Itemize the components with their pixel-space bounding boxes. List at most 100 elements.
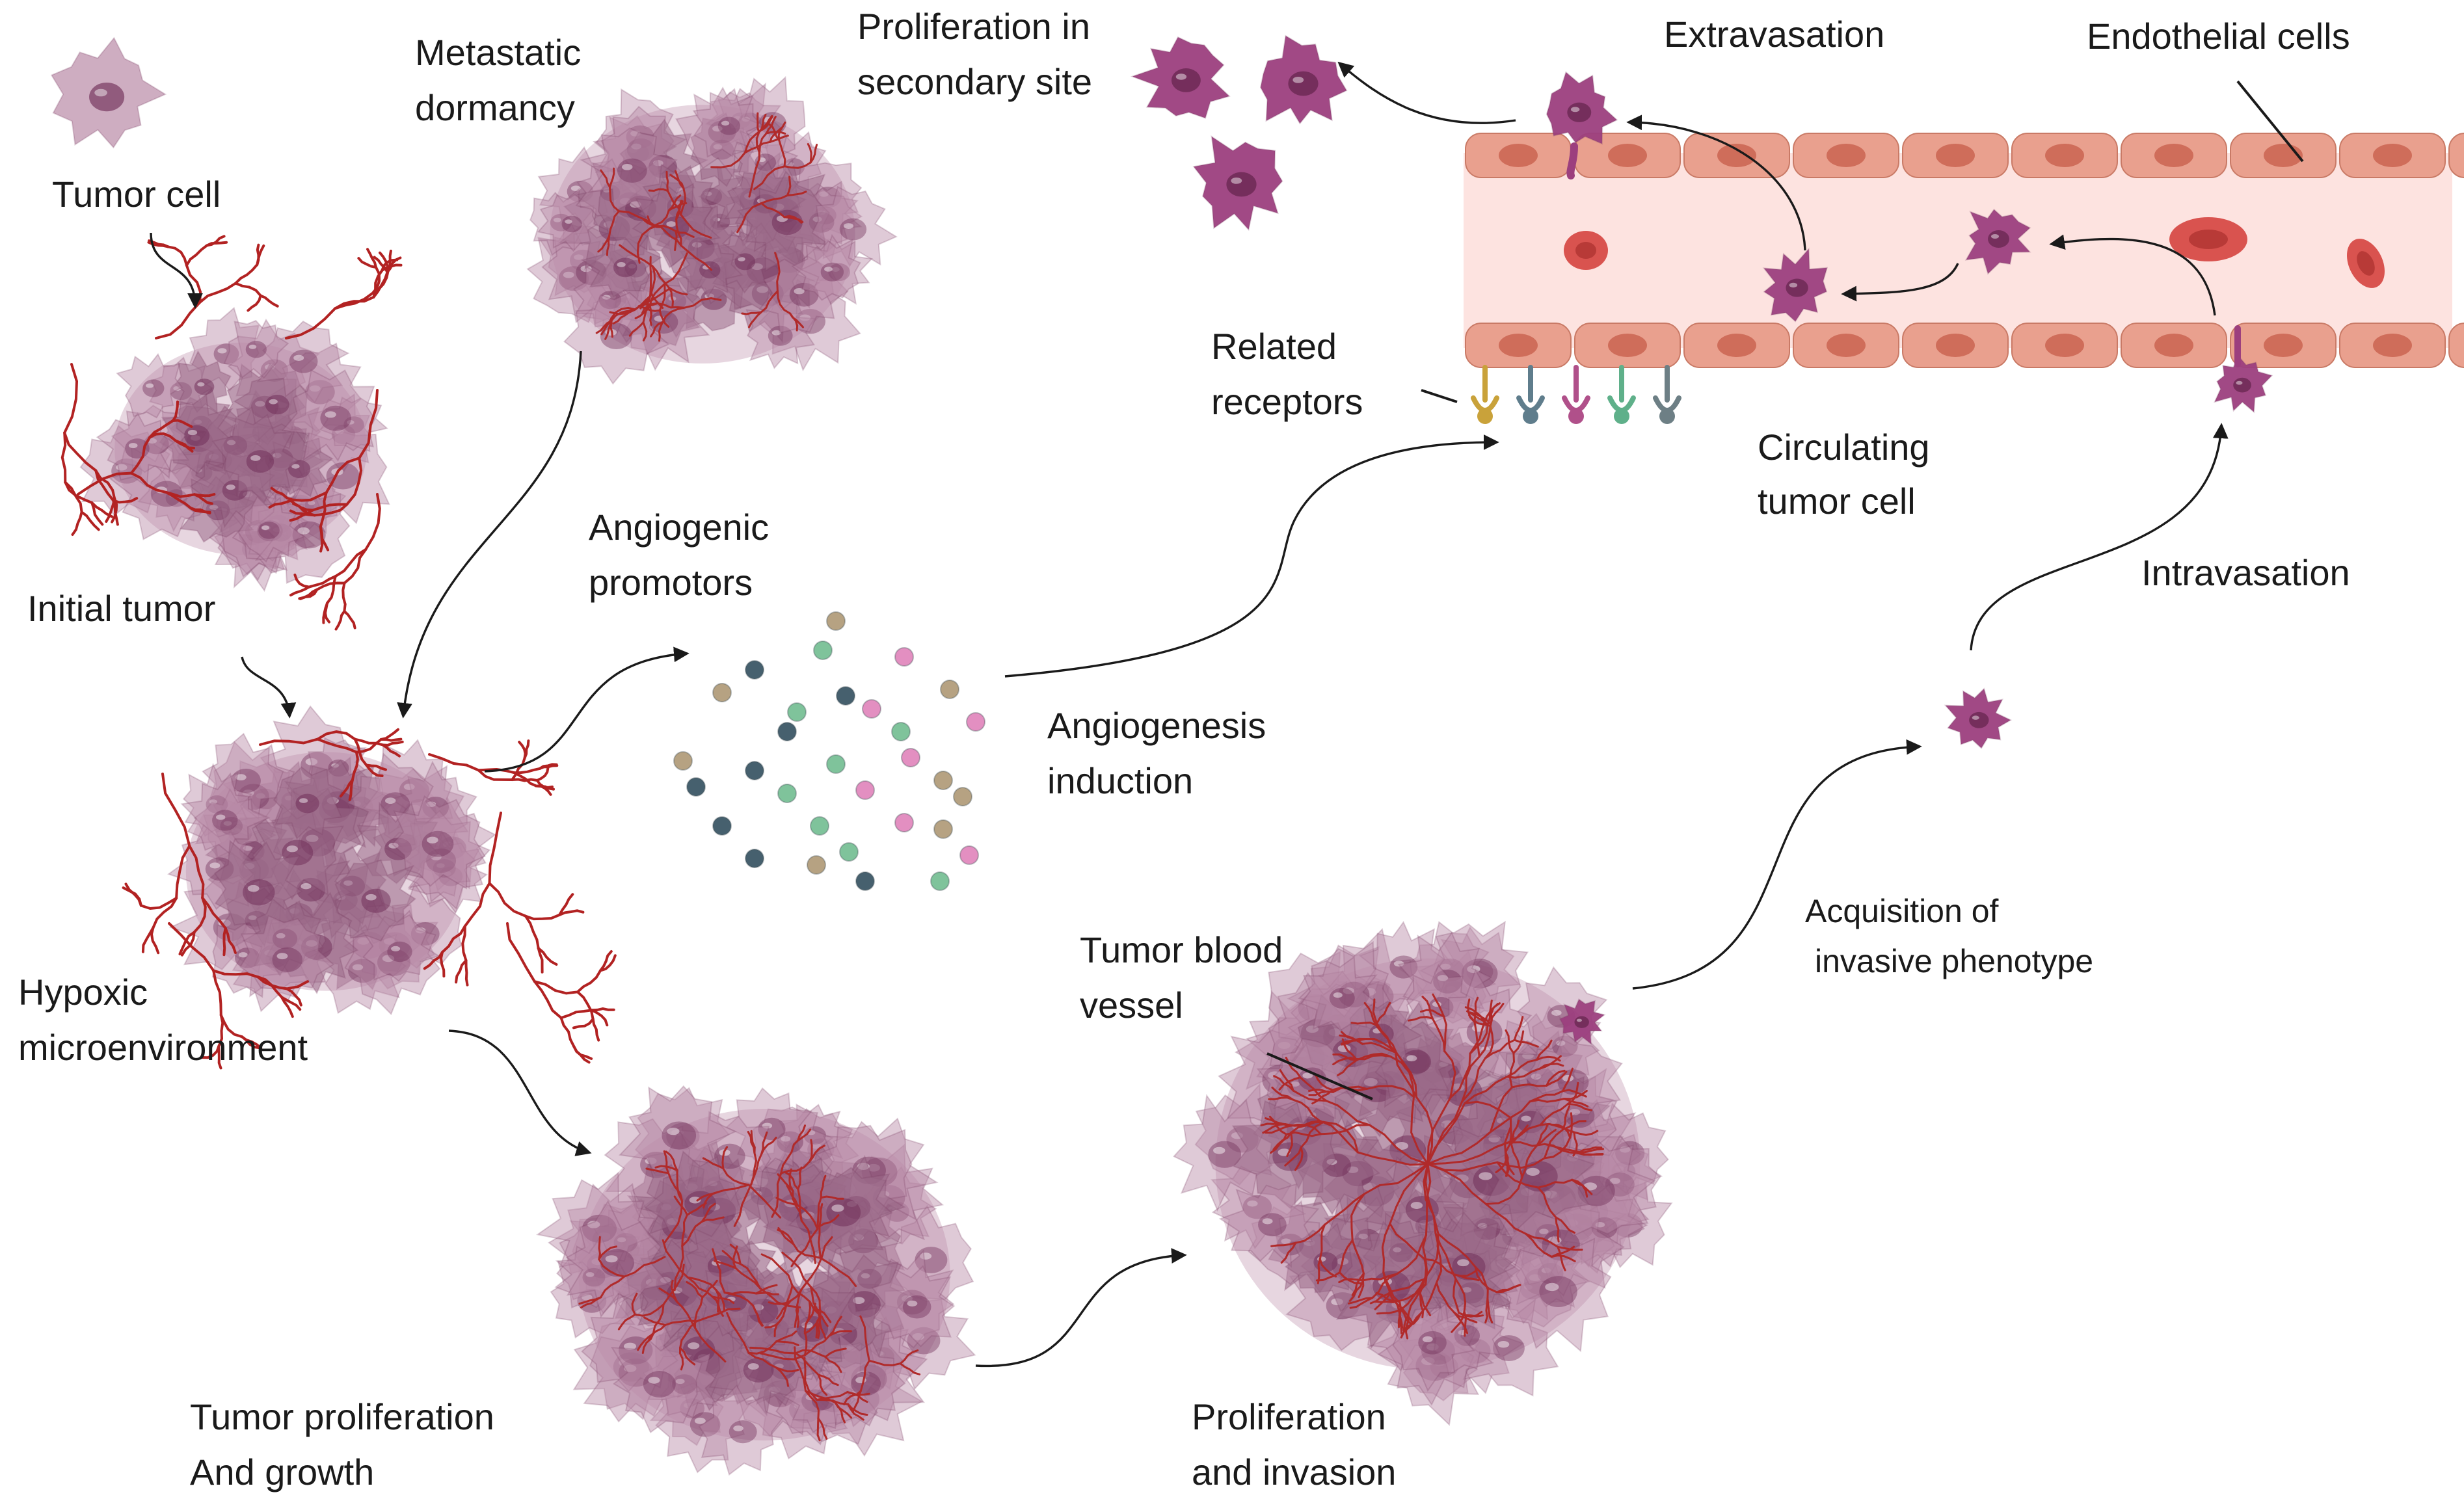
promotor-particle [953,787,972,806]
nucleus-highlight [733,1425,743,1431]
label-secondary-site: secondary site [857,61,1092,102]
vessel-branch [1376,1001,1391,1025]
label-vessel: vessel [1080,985,1183,1026]
vessel-branch [1437,1232,1477,1268]
vessel-branch [734,1267,761,1290]
vessel-branch [1562,1089,1587,1098]
vessel-branch [1557,1245,1566,1271]
cell-body [182,762,253,837]
arrow-tumor-cell-to-initial [150,232,203,309]
cluster-cell [745,291,816,369]
vessel-branch [1535,1055,1561,1062]
vessel-branch [365,763,387,771]
cluster-cell [563,291,670,385]
cell-nucleus [1258,1213,1287,1237]
vessel-branch [1539,1122,1575,1134]
vessel-branch [353,737,384,747]
vessel-branch [1397,1301,1402,1329]
nucleus-highlight [1972,715,1979,720]
vessel-branch [710,152,746,168]
cell-nucleus [89,82,125,112]
cluster-cell [811,185,898,267]
vessel-branch [1349,1297,1374,1309]
nucleus-highlight [94,88,107,97]
cell-nucleus [183,425,210,446]
cell-nucleus [839,218,867,241]
vessel-branch [1577,1146,1603,1154]
vessel-branch [768,123,781,141]
vessel-branch [757,112,760,133]
cell-nucleus [680,1398,705,1419]
vessel-branch [1314,1073,1334,1091]
nucleus-highlight [1619,1146,1631,1153]
cell-nucleus [708,120,736,144]
cell-body [736,170,831,272]
cell-body [281,369,376,462]
receptor-stem [1471,365,1499,413]
vessel-branch [778,139,786,168]
vessel-branch [1389,1223,1426,1260]
vessel-branch [1361,1273,1399,1282]
cell-nucleus [348,959,377,983]
vessel-branch [650,265,656,294]
vessel-branch [634,1303,665,1317]
vessel-branch [673,1245,684,1292]
vessel-branch [1432,993,1445,1018]
cluster-cell [675,86,764,179]
vessel-branch [619,244,654,267]
nucleus-highlight [216,814,226,820]
cell-nucleus [1539,1276,1577,1307]
vessel-branch [623,1256,666,1278]
vessel-branch [178,931,196,955]
vessel-branch [558,893,574,916]
vessel-branch [1474,1266,1498,1293]
cell-nucleus [237,784,270,810]
vessel-branch [610,306,636,319]
vessel-branch [784,1171,799,1190]
vessel-branch [155,300,202,339]
vessel-branch [817,1417,828,1440]
nucleus-highlight [146,383,154,388]
vessel-branch [511,756,526,781]
invading-cell [1559,998,1606,1046]
vessel-branch [783,216,804,223]
cell-nucleus [331,425,356,445]
vessel-branch [316,737,358,754]
vessel-branch [715,1289,725,1311]
vessel-branch [298,588,319,600]
cell-nucleus [789,1396,822,1424]
nucleus-highlight [248,344,257,349]
cell-nucleus [561,215,582,233]
nucleus-highlight [271,519,280,524]
promotor-particle [745,849,764,868]
vessel-branch [1319,1124,1371,1135]
vessel-branch [794,1346,807,1392]
cell-nucleus [1415,1350,1453,1381]
cluster-cell [182,762,253,837]
vessel-branch [285,307,337,339]
label-proliferation-in: Proliferation in [857,6,1090,47]
vessel-branch [610,308,636,322]
promotor-particle [826,611,846,631]
nucleus-highlight [226,484,235,490]
cell-nucleus [343,416,364,434]
nucleus-highlight [1175,73,1187,80]
vessel-branch [701,1202,716,1223]
receptor-ligand [1523,408,1538,424]
cell-nucleus [613,1232,637,1253]
vessel-branch [1421,996,1434,1020]
vessel-branch [94,469,116,500]
nucleus-highlight [1337,994,1350,1002]
arrow-growth-to-invasion [975,1248,1187,1368]
cluster-cell [307,393,373,475]
vessel-branch [604,320,613,340]
vessel-branch [373,256,389,274]
nucleus-highlight [747,1363,759,1370]
nucleus-highlight [617,1237,626,1243]
vessel-branch [311,503,349,512]
cell-nucleus [1226,172,1257,197]
cell-body [307,393,373,475]
cell-nucleus [771,209,803,235]
vessel-branch [696,1191,719,1202]
vessel-branch [268,498,295,509]
